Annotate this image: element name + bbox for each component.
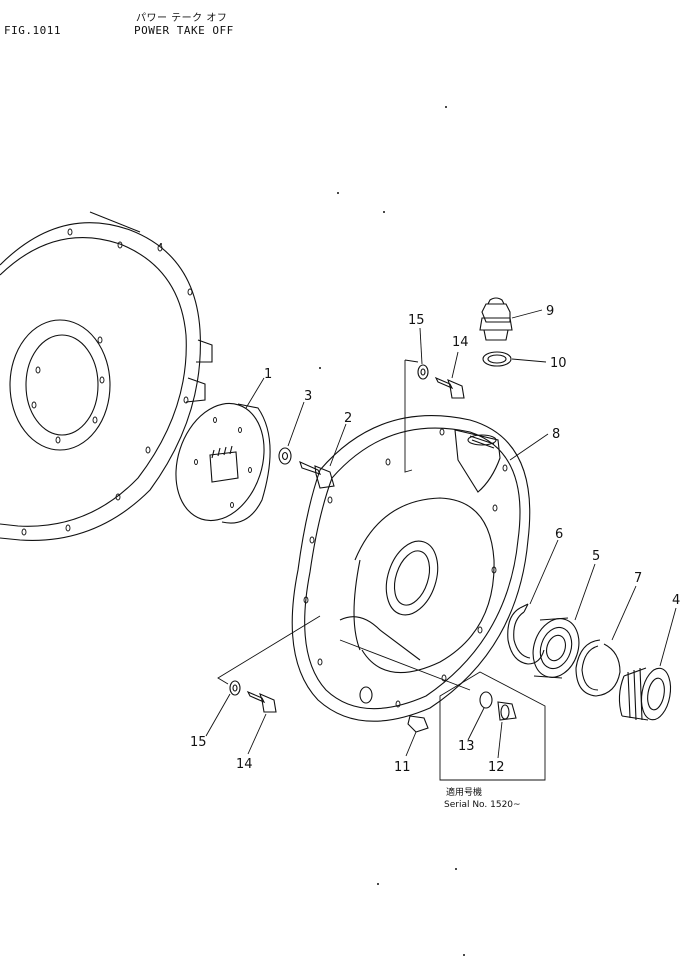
figure-number: FIG.1011 [4,24,61,37]
callout-7: 7 [634,571,642,586]
part-15-upper-washer [417,364,429,380]
part-14-lower-bolt [246,690,277,713]
title-english: POWER TAKE OFF [134,24,234,37]
callout-11: 11 [394,760,411,775]
callout-5: 5 [592,549,600,564]
callout-4: 4 [672,593,680,608]
part-10-gasket [482,351,512,367]
callout-labels: 1 2 3 4 5 6 7 8 9 10 11 12 13 14 15 14 1… [190,304,680,775]
part-2-bolt [299,460,335,489]
callout-15-upper: 15 [408,313,425,328]
callout-14-lower: 14 [236,757,253,772]
title-japanese: パワー テーク オフ [136,13,228,24]
callout-9: 9 [546,304,554,319]
assembly-guide-lines [217,359,546,781]
part-14-upper-bolt [434,376,465,399]
serial-note: 適用号機 Serial No. 1520~ [444,786,521,810]
part-9-breather-plug [479,297,513,341]
serial-note-en: Serial No. 1520~ [444,800,521,810]
scan-specks [160,106,465,956]
part-4-spline-coupling [618,667,672,721]
part-7-snap-ring [575,639,621,697]
part-5-bearing [532,617,580,679]
callout-15-lower: 15 [190,735,207,750]
callout-14-upper: 14 [452,335,469,350]
part-13-o-ring [479,691,493,709]
flywheel-housing [0,211,213,541]
serial-note-jp: 適用号機 [446,786,482,798]
part-3-washer [278,447,292,465]
part-1-gear-plate [175,402,271,524]
callout-2: 2 [344,411,352,426]
callout-1: 1 [264,367,272,382]
callout-12: 12 [488,760,505,775]
part-11-plug [407,715,429,733]
leader-lines [205,309,677,759]
part-6-snap-ring [507,603,545,665]
part-8-pto-housing [291,415,531,722]
callout-6: 6 [555,527,563,542]
callout-3: 3 [304,389,312,404]
callout-13: 13 [458,739,475,754]
callout-10: 10 [550,356,567,371]
part-15-lower-washer [229,680,241,696]
part-12-plug [497,701,517,721]
callout-8: 8 [552,427,560,442]
